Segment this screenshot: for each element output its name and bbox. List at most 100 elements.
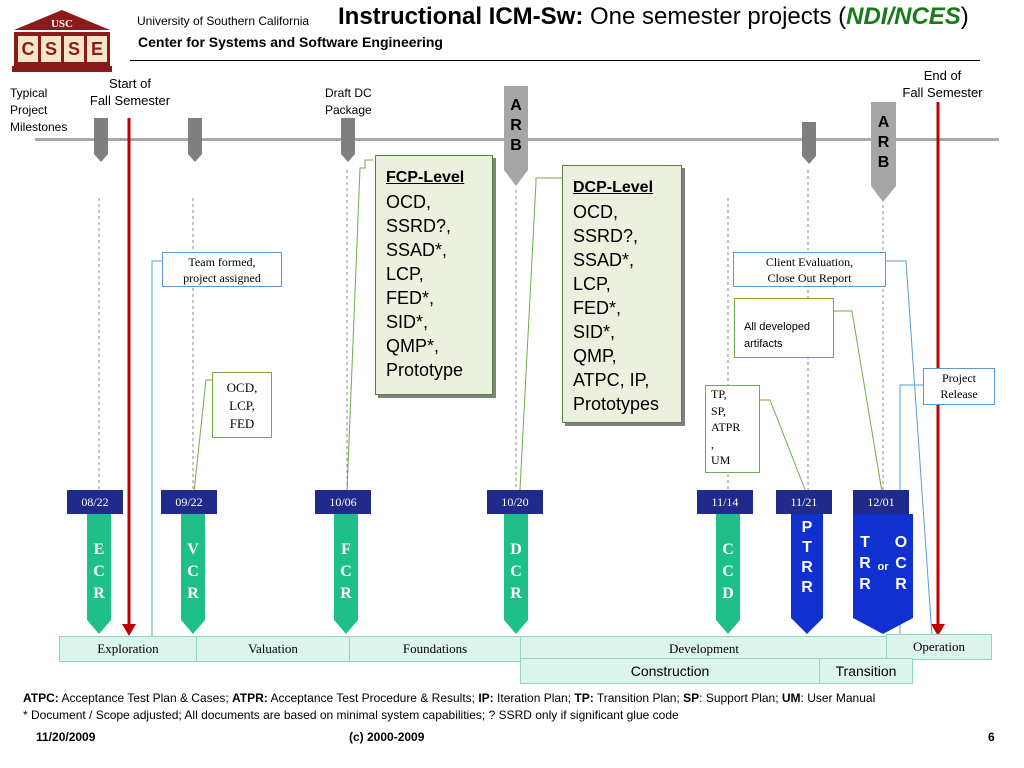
abbr-def: Acceptance Test Procedure & Results;	[267, 691, 479, 705]
abbr-def: Iteration Plan;	[493, 691, 575, 705]
phase-transition: Transition	[819, 658, 913, 684]
typical-milestones-label: Typical Project Milestones	[10, 86, 68, 134]
date-badge: 10/06	[315, 490, 371, 514]
dcp-level-box: DCP-Level OCD, SSRD?, SSAD*, LCP, FED*, …	[562, 165, 682, 423]
date-badge: 10/20	[487, 490, 543, 514]
logo-letter: S	[67, 39, 80, 59]
client-evaluation-box: Client Evaluation, Close Out Report	[733, 252, 886, 287]
fcp-item: LCP,	[386, 264, 424, 284]
ocr-label: O C R	[894, 534, 908, 593]
ccd-label: C C D	[722, 541, 734, 602]
review-arrow-trr-ocr	[853, 514, 913, 634]
phase-exploration: Exploration	[59, 636, 197, 662]
phase-foundations: Foundations	[349, 636, 521, 662]
title-rest: One semester projects (	[583, 3, 847, 30]
start-fall-label: Start of Fall Semester	[89, 76, 171, 108]
center-name: Center for Systems and Software Engineer…	[138, 34, 443, 50]
draft-dc-label: Draft DC Package	[325, 86, 372, 117]
fcp-heading: FCP-Level	[386, 169, 465, 186]
dcp-item: SID*,	[573, 322, 616, 342]
footer-date: 11/20/2009	[36, 730, 96, 744]
abbr-term: ATPR:	[232, 691, 268, 705]
date-badge: 12/01	[853, 490, 909, 514]
dcp-item: ATPC, IP,	[573, 370, 650, 390]
title-close: )	[960, 3, 969, 30]
footer-copyright: (c) 2000-2009	[349, 730, 425, 744]
logo-letter: C	[21, 39, 35, 59]
arb-label-1: A R B	[510, 97, 522, 154]
fcp-item: OCD,	[386, 192, 431, 212]
dcp-item: SSAD*,	[573, 250, 635, 270]
abbr-def: : Support Plan;	[699, 691, 782, 705]
dcp-item: QMP,	[573, 346, 617, 366]
review-arrow-vcr	[181, 512, 205, 634]
or-label: or	[877, 561, 889, 573]
phase-construction: Construction	[520, 658, 820, 684]
fcp-item: QMP*,	[386, 336, 440, 356]
date-badge: 08/22	[67, 490, 123, 514]
abbr-term: SP	[683, 691, 700, 705]
dcp-item: LCP,	[573, 274, 611, 294]
header-rule	[130, 60, 980, 61]
date-badge: 11/14	[697, 490, 753, 514]
university-name: University of Southern California	[137, 14, 310, 28]
svg-text:USC: USC	[51, 18, 73, 30]
dcp-item: Prototypes	[573, 394, 660, 414]
review-arrow-ccd	[716, 512, 740, 634]
ecr-label: E C R	[93, 541, 105, 602]
review-arrow-ecr	[87, 512, 111, 634]
milestone-marker	[94, 118, 108, 162]
dcp-heading: DCP-Level	[573, 179, 654, 196]
title-bold: Instructional ICM-Sw:	[338, 3, 584, 30]
abbreviation-footnote: ATPC: Acceptance Test Plan & Cases; ATPR…	[23, 690, 875, 707]
phase-operation: Operation	[886, 634, 992, 660]
arb-label-2: A R B	[877, 114, 890, 171]
fcp-item: Prototype	[386, 360, 464, 380]
end-fall-label: End of Fall Semester	[902, 68, 983, 100]
logo-letter: S	[44, 39, 57, 59]
scope-footnote: * Document / Scope adjusted; All documen…	[23, 708, 679, 722]
abbr-term: TP:	[574, 691, 594, 705]
ocd-lcp-fed-box: OCD, LCP, FED	[212, 372, 272, 438]
tp-sp-box: TP, SP, ATPR , UM	[705, 385, 760, 473]
dcp-item: OCD,	[573, 202, 618, 222]
phase-development: Development	[520, 636, 888, 662]
abbr-term: ATPC:	[23, 691, 59, 705]
arb-marker	[504, 86, 528, 186]
milestone-marker	[341, 118, 355, 162]
phase-valuation: Valuation	[196, 636, 350, 662]
all-developed-box: All developed artifacts	[734, 298, 834, 358]
abbr-def: Acceptance Test Plan & Cases;	[58, 691, 232, 705]
fcp-item: SSRD?,	[386, 216, 452, 236]
date-badge: 11/21	[776, 490, 832, 514]
dcp-item: FED*,	[573, 298, 622, 318]
vcr-label: V C R	[187, 541, 199, 602]
abbr-term: IP:	[478, 691, 494, 705]
abbr-def: : User Manual	[800, 691, 876, 705]
fcp-item: SID*,	[386, 312, 429, 332]
abbr-def: Transition Plan;	[593, 691, 684, 705]
ptrr-label: P T R R	[801, 519, 813, 596]
slide-title: Instructional ICM-Sw: One semester proje…	[338, 3, 969, 31]
dcr-label: D C R	[510, 541, 522, 602]
review-arrow-dcr	[504, 512, 528, 634]
trr-label: T R R	[859, 534, 871, 593]
fcp-item: FED*,	[386, 288, 435, 308]
dcp-item: SSRD?,	[573, 226, 639, 246]
project-release-box: Project Release	[923, 368, 995, 405]
date-badge: 09/22	[161, 490, 217, 514]
milestone-marker	[188, 118, 202, 162]
milestone-marker	[802, 122, 816, 164]
csse-logo: USC C S S E	[6, 8, 118, 74]
fcr-label: F C R	[340, 541, 352, 602]
title-green: NDI/NCES	[846, 3, 961, 30]
arb-marker	[871, 102, 896, 202]
review-arrow-ptrr	[791, 514, 823, 634]
fcp-level-box: FCP-Level OCD, SSRD?, SSAD*, LCP, FED*, …	[375, 155, 493, 395]
fcp-item: SSAD*,	[386, 240, 448, 260]
review-arrow-fcr	[334, 512, 358, 634]
page-number: 6	[988, 730, 995, 744]
abbr-term: UM	[781, 691, 801, 705]
team-formed-box: Team formed, project assigned	[162, 252, 282, 287]
